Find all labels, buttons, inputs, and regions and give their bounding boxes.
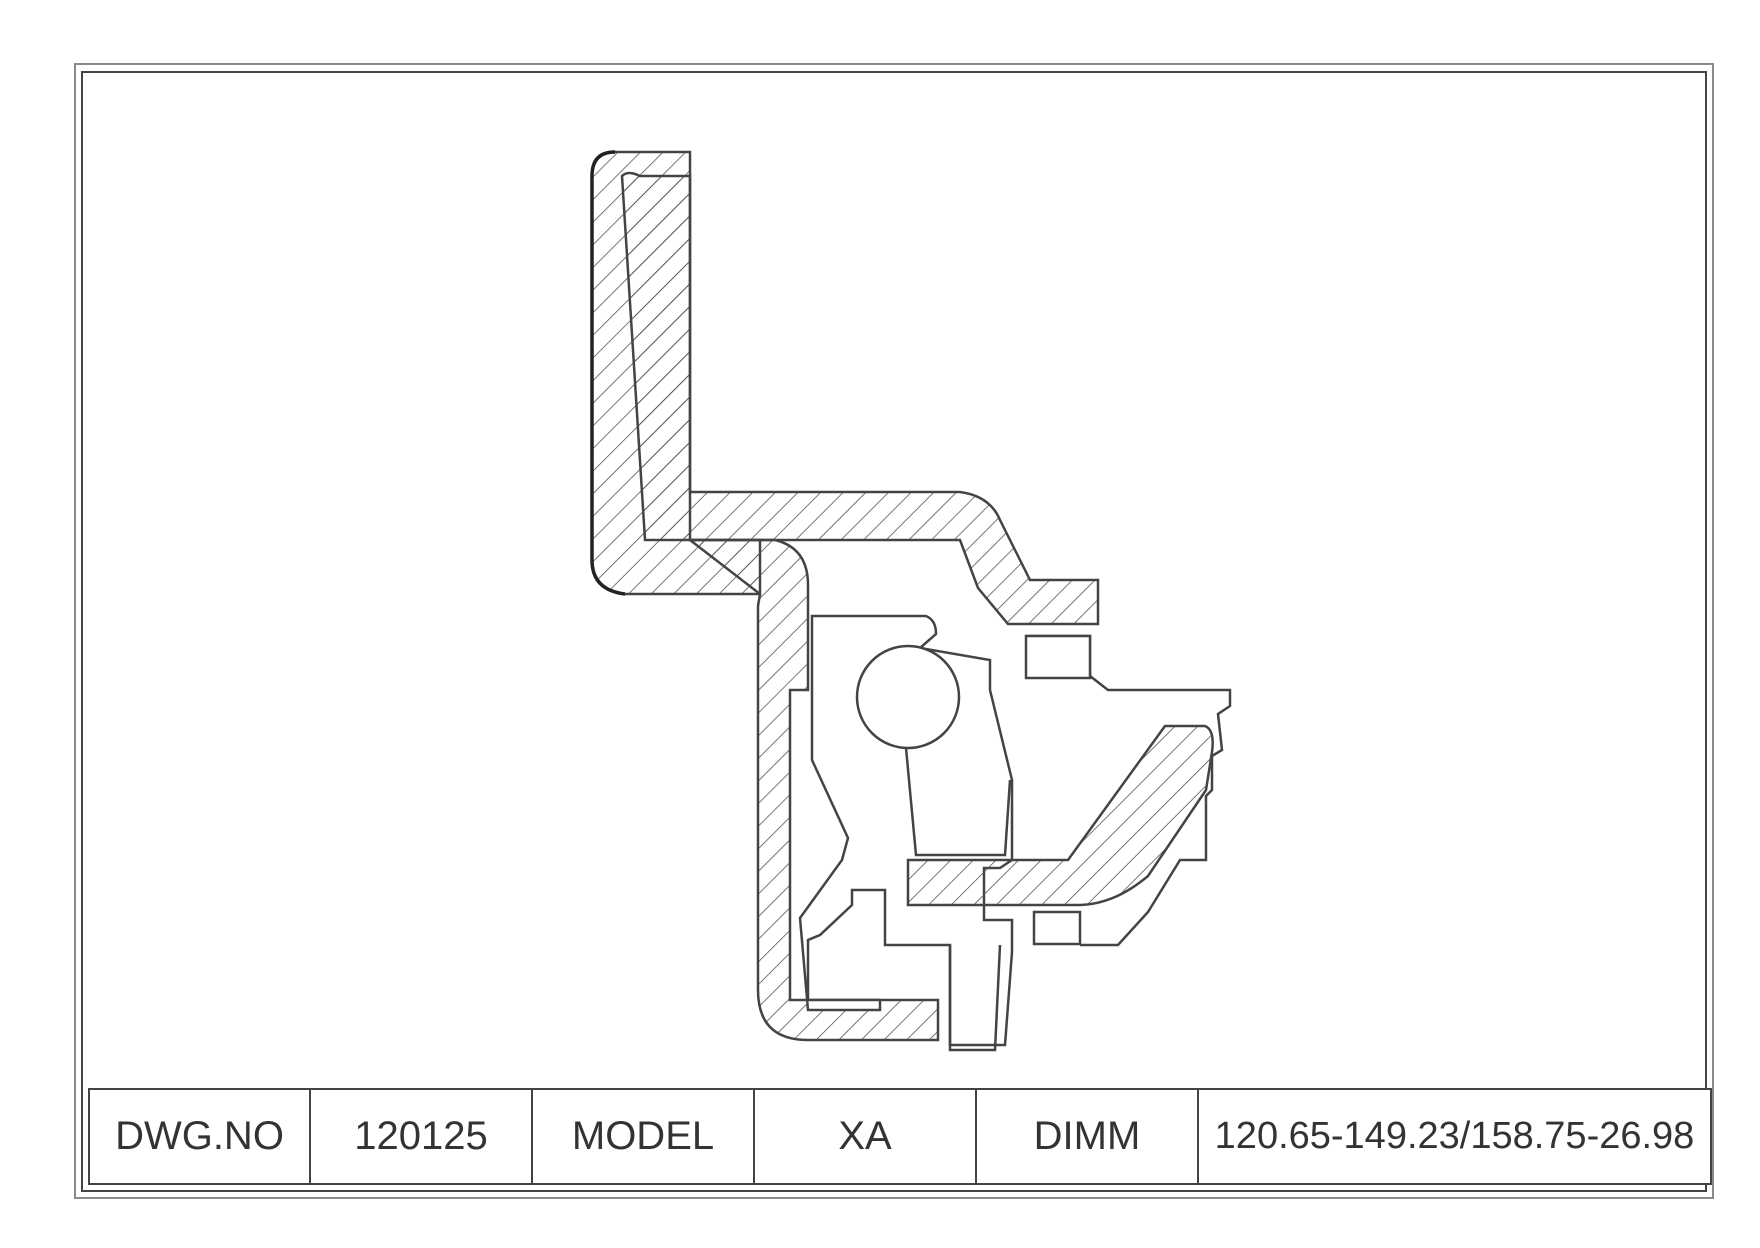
spring-groove-neck [904, 747, 1012, 857]
dimm-value: 120.65-149.23/158.75-26.98 [1214, 1115, 1695, 1157]
title-block: DWG.NO 120125 MODEL XA DIMM 120.65-149.2… [88, 1088, 1712, 1185]
model-value: XA [755, 1090, 977, 1183]
inner-retainer-ring [906, 724, 1214, 907]
dust-lip-block [1026, 634, 1232, 947]
sheet-inner-border [81, 71, 1707, 1192]
outer-case-lower-wall [686, 538, 940, 1042]
sealing-lip-body [798, 614, 1014, 1047]
sheet-outer-border [74, 63, 1714, 1199]
model-label: MODEL [533, 1090, 755, 1183]
dwg-no-value: 120125 [311, 1090, 533, 1183]
garter-spring [855, 644, 961, 750]
retainer-key [1032, 910, 1082, 946]
insert-vertical-leg [620, 171, 1100, 626]
lip-stem [948, 944, 1002, 1052]
outer-case-lip-curl [590, 150, 626, 596]
dust-lip-tab [1024, 634, 1092, 680]
dimm-label: DIMM [977, 1090, 1199, 1183]
dwg-no-label: DWG.NO [90, 1090, 311, 1183]
